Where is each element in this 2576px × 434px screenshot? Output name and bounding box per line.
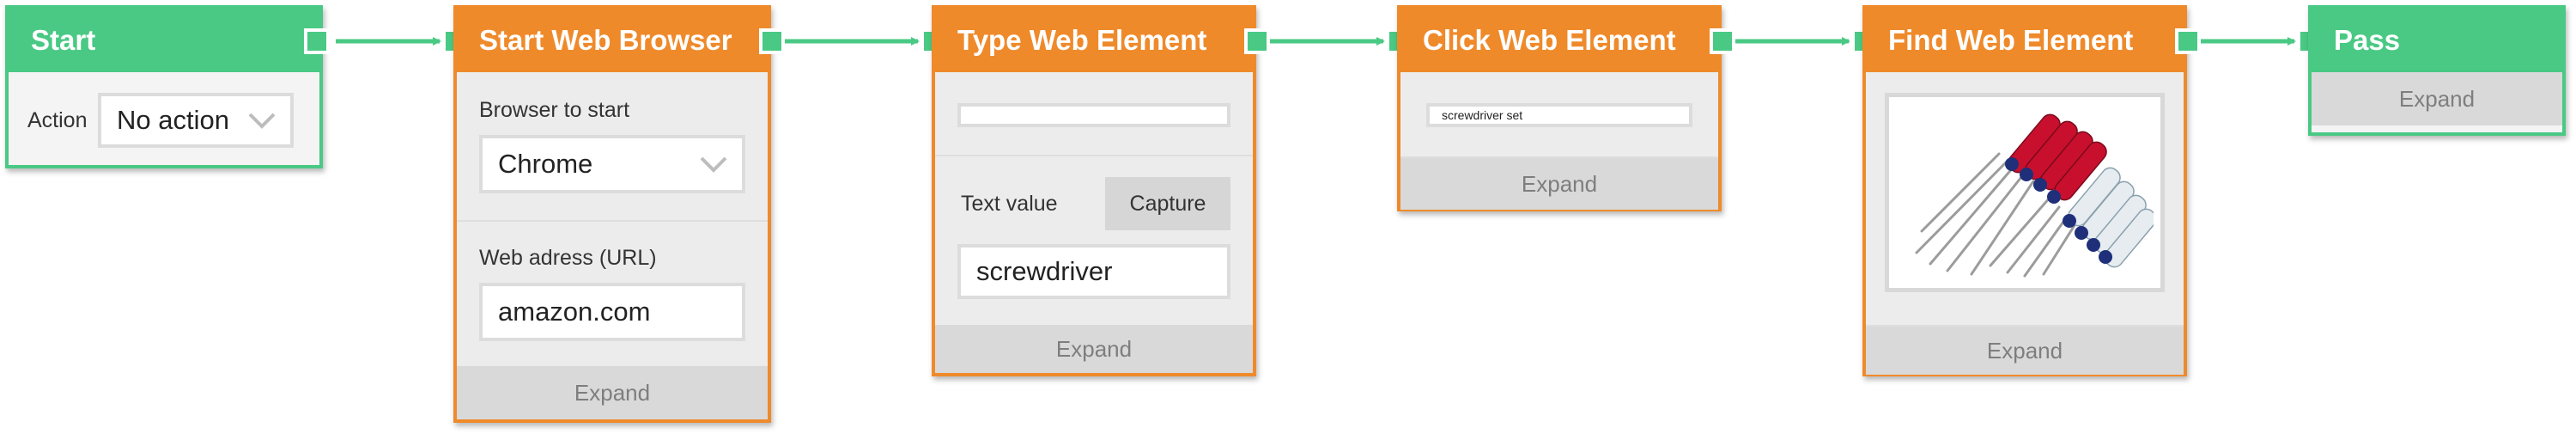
action-select-value: No action bbox=[117, 105, 229, 135]
find-image-section bbox=[1866, 72, 2184, 325]
browser-select[interactable]: Chrome bbox=[479, 135, 745, 193]
capture-button[interactable]: Capture bbox=[1105, 177, 1230, 230]
chevron-down-icon bbox=[248, 113, 276, 129]
text-value-row: Text value Capture bbox=[961, 177, 1230, 230]
expand-button[interactable]: Expand bbox=[1866, 325, 2184, 375]
node-click-title: Click Web Element bbox=[1423, 24, 1676, 56]
node-type-web-element[interactable]: Type Web Element Text value Capture scre… bbox=[932, 5, 1256, 376]
url-label: Web adress (URL) bbox=[479, 246, 657, 270]
browser-section: Browser to start Chrome bbox=[457, 72, 768, 220]
expand-button[interactable]: Expand bbox=[1400, 156, 1718, 210]
url-section: Web adress (URL) amazon.com bbox=[457, 220, 768, 366]
node-pass-title: Pass bbox=[2334, 24, 2401, 56]
node-type-title: Type Web Element bbox=[957, 24, 1207, 56]
node-browser-header[interactable]: Start Web Browser bbox=[457, 9, 768, 72]
expand-button[interactable]: Expand bbox=[457, 366, 768, 419]
type-element-section bbox=[935, 72, 1253, 155]
node-pass[interactable]: Pass Expand bbox=[2308, 5, 2566, 136]
expand-button[interactable]: Expand bbox=[935, 325, 1253, 373]
element-image-frame[interactable] bbox=[1885, 93, 2165, 292]
browser-label: Browser to start bbox=[479, 98, 630, 122]
node-start-web-browser[interactable]: Start Web Browser Browser to start Chrom… bbox=[453, 5, 771, 423]
url-input[interactable]: amazon.com bbox=[479, 283, 745, 341]
node-find-header[interactable]: Find Web Element bbox=[1866, 9, 2184, 72]
action-label: Action bbox=[27, 107, 88, 132]
web-element-field[interactable] bbox=[957, 103, 1230, 127]
node-start[interactable]: Start Action No action bbox=[5, 5, 323, 168]
node-start-header[interactable]: Start bbox=[9, 9, 319, 72]
node-type-header[interactable]: Type Web Element bbox=[935, 9, 1253, 72]
click-element-section: screwdriver set bbox=[1400, 72, 1718, 156]
expand-button[interactable]: Expand bbox=[2312, 72, 2562, 125]
node-find-title: Find Web Element bbox=[1888, 24, 2134, 56]
text-value-section: Text value Capture screwdriver bbox=[935, 155, 1253, 325]
screwdriver-set-image bbox=[1915, 113, 2154, 278]
node-start-output-port[interactable] bbox=[304, 28, 330, 54]
action-select[interactable]: No action bbox=[98, 93, 294, 148]
node-pass-header[interactable]: Pass bbox=[2312, 9, 2562, 72]
action-section: Action No action bbox=[9, 72, 319, 148]
text-value-label: Text value bbox=[961, 191, 1058, 216]
chevron-down-icon bbox=[700, 156, 727, 173]
node-click-web-element[interactable]: Click Web Element screwdriver set Expand bbox=[1397, 5, 1722, 211]
node-browser-title: Start Web Browser bbox=[479, 24, 732, 56]
node-start-title: Start bbox=[31, 24, 96, 56]
node-find-output-port[interactable] bbox=[2175, 28, 2201, 54]
node-browser-output-port[interactable] bbox=[759, 28, 785, 54]
node-click-output-port[interactable] bbox=[1710, 28, 1735, 54]
web-element-field[interactable]: screwdriver set bbox=[1426, 103, 1692, 127]
browser-select-value: Chrome bbox=[498, 149, 593, 179]
text-value-input[interactable]: screwdriver bbox=[957, 244, 1230, 299]
node-type-output-port[interactable] bbox=[1244, 28, 1270, 54]
node-click-header[interactable]: Click Web Element bbox=[1400, 9, 1718, 72]
node-find-web-element[interactable]: Find Web Element bbox=[1862, 5, 2187, 376]
